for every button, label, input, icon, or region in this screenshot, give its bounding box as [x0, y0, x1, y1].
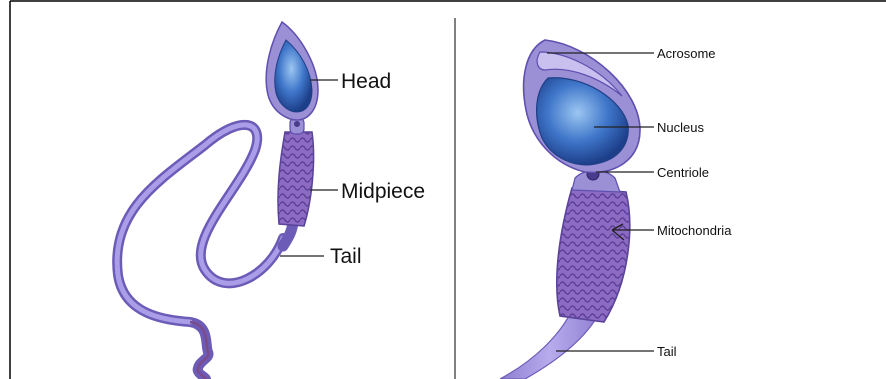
label-midpiece: Midpiece: [341, 180, 425, 203]
left-centriole-dot: [294, 121, 300, 127]
label-mitochondria: Mitochondria: [657, 223, 732, 238]
label-centriole: Centriole: [657, 165, 709, 180]
right-tail-shape: [500, 310, 600, 379]
right-panel: Acrosome Nucleus Centriole Mitochondria …: [500, 40, 732, 379]
left-panel: Head Midpiece Tail: [117, 22, 425, 379]
label-head: Head: [341, 70, 391, 93]
label-nucleus: Nucleus: [657, 120, 704, 135]
label-tail: Tail: [330, 245, 362, 268]
left-midpiece-shape: [278, 132, 314, 226]
label-acrosome: Acrosome: [657, 46, 716, 61]
label-tail-right: Tail: [657, 344, 677, 359]
right-midpiece-shape: [557, 188, 630, 322]
